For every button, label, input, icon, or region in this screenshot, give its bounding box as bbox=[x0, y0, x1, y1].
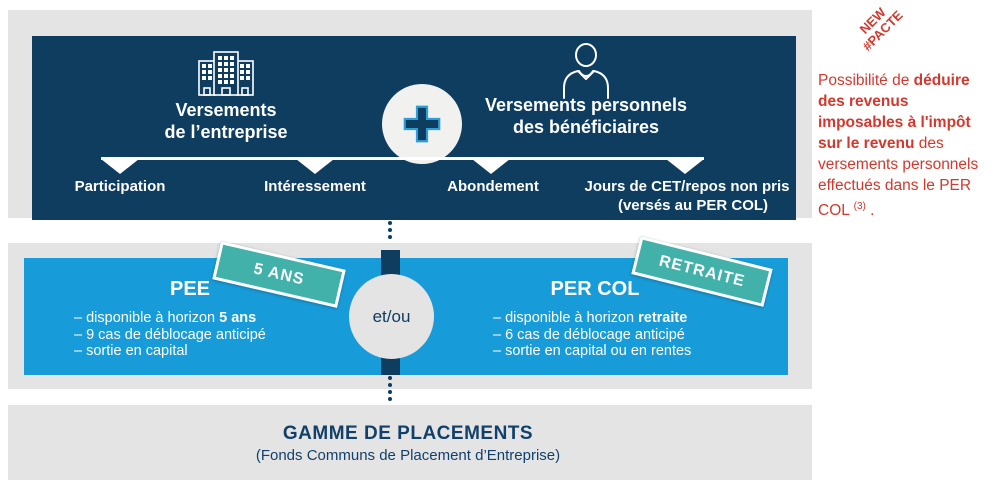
percol-feature-list: – disponible à horizon retraite – 6 cas … bbox=[445, 310, 745, 360]
pee-title: PEE bbox=[169, 278, 211, 300]
company-title-line2: de l’entreprise bbox=[164, 122, 288, 142]
beneficiary-title-line1: Versements personnels bbox=[484, 95, 688, 115]
percol-feature: – 6 cas de déblocage anticipé bbox=[493, 326, 685, 343]
contributions-box: Versements de l’entreprise Versements bbox=[32, 36, 796, 220]
panel-contributions: Versements de l’entreprise Versements bbox=[8, 10, 812, 220]
percol-feature: – disponible à horizon retraite bbox=[493, 310, 688, 326]
company-contributions-title: Versements de l’entreprise bbox=[164, 99, 287, 143]
timeline-marker-interessement bbox=[296, 159, 334, 174]
and-or-connector: et/ou bbox=[349, 274, 434, 359]
timeline-marker-abondement bbox=[472, 159, 510, 174]
pee-feature: – 9 cas de déblocage anticipé bbox=[74, 326, 266, 343]
timeline-label-participation: Participation bbox=[74, 178, 166, 195]
beneficiary-title-line2: des bénéficiaires bbox=[512, 117, 660, 137]
timeline-label-abondement: Abondement bbox=[447, 178, 539, 195]
building-icon bbox=[197, 50, 255, 101]
plus-icon bbox=[382, 84, 462, 164]
panel-investments bbox=[8, 405, 812, 480]
personal-contributions-title: Versements personnels des bénéficiaires bbox=[485, 94, 687, 138]
pee-feature-list: – disponible à horizon 5 ans – 9 cas de … bbox=[40, 310, 340, 360]
timeline-sublabel-cet: (versés au PER COL) bbox=[617, 197, 769, 214]
timeline-label-cet: Jours de CET/repos non pris bbox=[584, 178, 790, 195]
investment-range-subtitle: (Fonds Communs de Placement d’Entreprise… bbox=[255, 447, 561, 464]
investment-range-title: GAMME DE PLACEMENTS bbox=[282, 423, 534, 444]
pee-plan: PEE – disponible à horizon 5 ans – 9 cas… bbox=[40, 278, 340, 360]
timeline-label-interessement: Intéressement bbox=[264, 178, 366, 195]
percol-plan: PER COL – disponible à horizon retraite … bbox=[445, 278, 745, 360]
pee-feature: – disponible à horizon 5 ans bbox=[74, 310, 257, 326]
person-icon bbox=[558, 42, 614, 105]
percol-title: PER COL bbox=[550, 278, 640, 300]
tax-deduction-note: Possibilité de déduire des revenus impos… bbox=[818, 72, 979, 220]
timeline-marker-participation bbox=[101, 159, 139, 174]
timeline-marker-cet bbox=[666, 159, 704, 174]
company-title-line1: Versements bbox=[175, 100, 277, 120]
percol-feature: – sortie en capital ou en rentes bbox=[493, 343, 692, 359]
timeline-line bbox=[101, 157, 704, 160]
pee-feature: – sortie en capital bbox=[74, 343, 188, 359]
new-pacte-stamp: NEW #PACTE bbox=[838, 0, 917, 66]
